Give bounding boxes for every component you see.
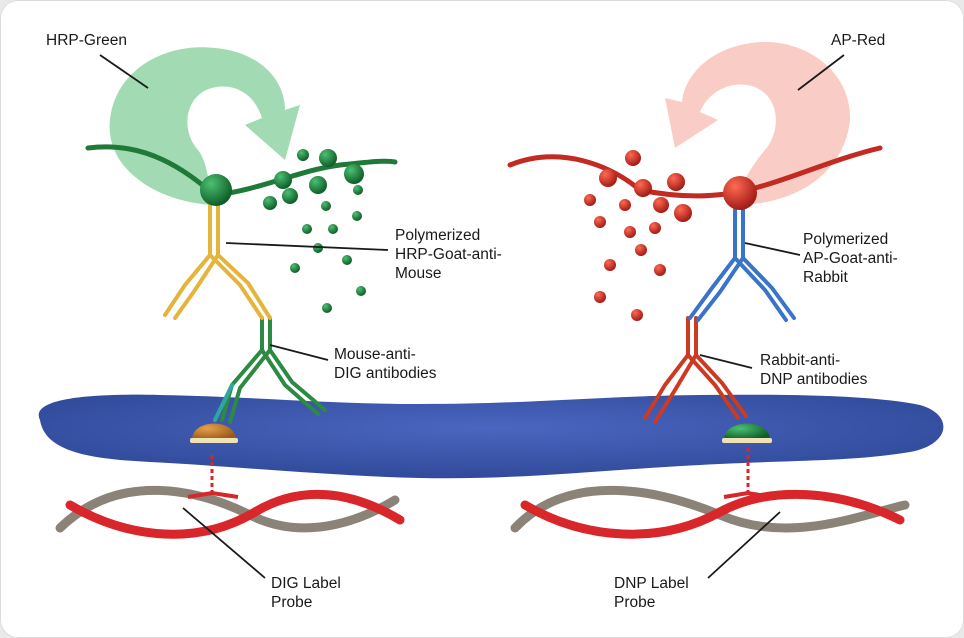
label-rabbit-anti-dnp: Rabbit-anti- DNP antibodies: [760, 351, 867, 389]
label-line: DNP antibodies: [760, 371, 868, 388]
label-line: DNP Label: [614, 575, 689, 592]
left-dna-strand: [55, 455, 405, 539]
ap-red-cloud: [665, 41, 851, 206]
label-dig-probe: DIG Label Probe: [271, 574, 341, 612]
goat-anti-mouse-antibody: [163, 203, 272, 320]
dnp-label-marker: [722, 423, 772, 443]
right-dna-strand: [510, 448, 910, 539]
label-line: Mouse: [395, 265, 442, 282]
rabbit-anti-dnp-antibody: [643, 316, 748, 424]
label-polymerized-hrp: Polymerized HRP-Goat-anti- Mouse: [395, 226, 502, 283]
label-line: HRP-Goat-anti-: [395, 246, 502, 263]
label-hrp-green: HRP-Green: [46, 31, 127, 50]
label-line: Mouse-anti-: [334, 346, 416, 363]
goat-anti-rabbit-antibody: [688, 208, 796, 322]
label-hrp-green-text: HRP-Green: [46, 32, 127, 49]
hrp-polymer: [85, 144, 398, 206]
label-line: Rabbit: [803, 269, 848, 286]
label-ap-red: AP-Red: [831, 31, 885, 50]
green-precipitate-dots: [263, 149, 366, 313]
ap-polymer: [507, 145, 883, 210]
label-ap-red-text: AP-Red: [831, 32, 886, 49]
red-precipitate-dots: [584, 150, 692, 321]
label-line: DIG antibodies: [334, 365, 437, 382]
dig-label-marker: [190, 423, 238, 443]
label-line: Probe: [271, 594, 313, 611]
label-line: Probe: [614, 594, 656, 611]
hrp-green-cloud: [109, 47, 300, 205]
label-line: Polymerized: [803, 231, 889, 248]
mouse-anti-dig-antibody: [213, 316, 327, 424]
label-line: Rabbit-anti-: [760, 352, 841, 369]
label-line: Polymerized: [395, 227, 481, 244]
label-polymerized-ap: Polymerized AP-Goat-anti- Rabbit: [803, 230, 898, 287]
label-mouse-anti-dig: Mouse-anti- DIG antibodies: [334, 345, 437, 383]
label-dnp-probe: DNP Label Probe: [614, 574, 689, 612]
membrane: [38, 394, 944, 479]
label-line: DIG Label: [271, 575, 341, 592]
label-line: AP-Goat-anti-: [803, 250, 898, 267]
leader-lines: [99, 54, 845, 579]
